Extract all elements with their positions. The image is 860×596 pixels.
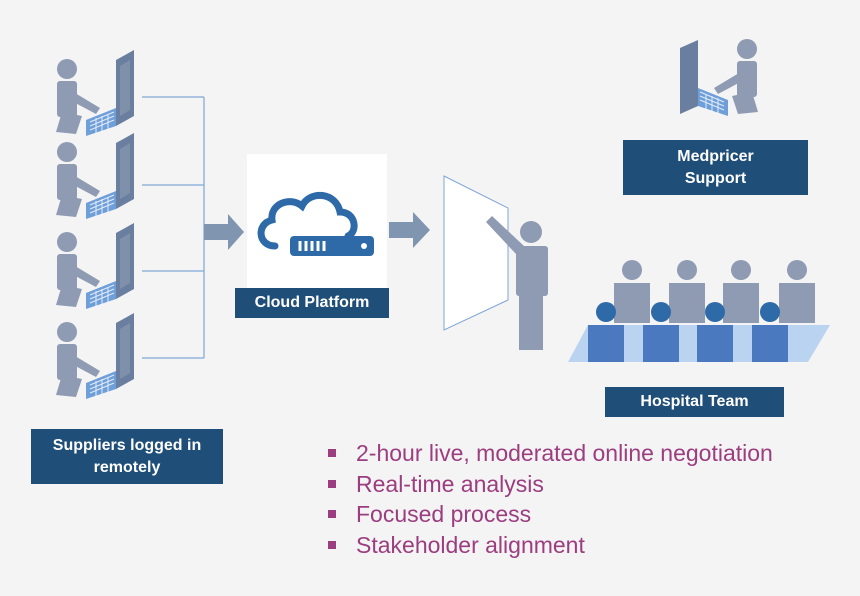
person-at-laptop-icon — [55, 312, 135, 400]
cloud-platform-card — [247, 154, 387, 290]
square-bullet-icon — [328, 449, 336, 457]
supplier-workstation-2 — [55, 132, 135, 220]
benefits-list: 2-hour live, moderated online negotiatio… — [326, 438, 773, 560]
person-at-laptop-icon — [55, 132, 135, 220]
person-at-laptop-icon — [55, 49, 135, 137]
flow-arrow-1 — [204, 214, 244, 250]
hospital-team-label: Hospital Team — [605, 387, 784, 417]
square-bullet-icon — [328, 479, 336, 488]
square-bullet-icon — [328, 510, 336, 518]
support-label-line1: Medpricer — [677, 147, 754, 165]
person-at-laptop-icon — [680, 39, 758, 116]
support-label-line2: Support — [684, 169, 747, 187]
hospital-team-label-text: Hospital Team — [640, 393, 749, 410]
suppliers-label: Suppliers logged in remotely — [31, 429, 223, 484]
cloud-server-icon — [257, 191, 374, 256]
person-at-laptop-icon — [55, 222, 135, 310]
list-item: Real-time analysis — [326, 469, 773, 500]
list-item: Stakeholder alignment — [326, 530, 773, 561]
meeting-table-icon — [568, 260, 830, 362]
presenter-icon — [486, 216, 548, 350]
supplier-workstation-1 — [55, 49, 135, 137]
support-workstation — [680, 39, 758, 116]
flow-arrow-2 — [389, 212, 430, 248]
list-item: 2-hour live, moderated online negotiatio… — [326, 438, 773, 469]
suppliers-label-line2: remotely — [93, 458, 161, 476]
square-bullet-icon — [328, 540, 336, 549]
medpricer-support-label: Medpricer Support — [623, 140, 808, 195]
list-item: Focused process — [326, 499, 773, 530]
presentation-screen-icon — [443, 175, 509, 331]
cloud-platform-label-text: Cloud Platform — [254, 294, 370, 311]
supplier-workstation-3 — [55, 222, 135, 310]
cloud-platform-label: Cloud Platform — [235, 288, 389, 318]
suppliers-label-line1: Suppliers logged in — [52, 436, 202, 454]
supplier-connector-lines — [142, 96, 205, 359]
supplier-workstation-4 — [55, 312, 135, 400]
